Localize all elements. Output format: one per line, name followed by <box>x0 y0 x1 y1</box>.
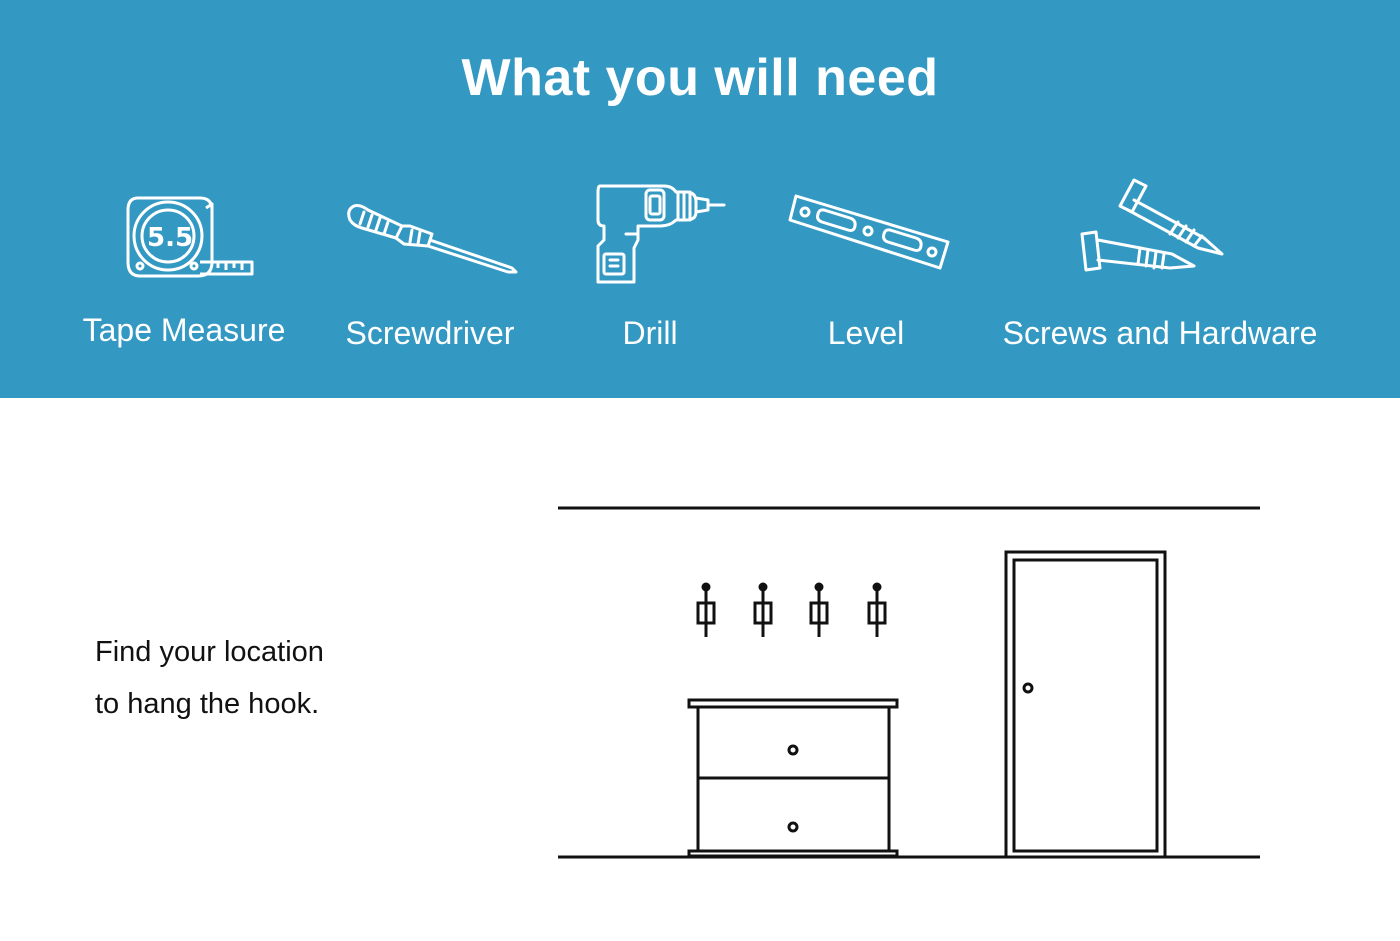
step-instruction: Find your location to hang the hook. <box>95 626 324 730</box>
instruction-line-1: Find your location <box>95 636 324 668</box>
tools-banner: What you will need 5.5 Tape Measure Scre… <box>0 0 1400 398</box>
screws-icon <box>1080 178 1224 272</box>
tool-label-drill: Drill <box>622 315 678 351</box>
instruction-line-2: to hang the hook. <box>95 688 320 720</box>
wall-hook-icon <box>809 582 829 637</box>
door-icon <box>1004 550 1167 859</box>
tool-label-tape-measure: Tape Measure <box>82 312 286 348</box>
drill-icon <box>596 184 726 284</box>
banner-title: What you will need <box>461 49 939 107</box>
tool-label-screwdriver: Screwdriver <box>345 315 515 351</box>
wall-hook-icon <box>696 582 716 637</box>
wall-hook-icon <box>867 582 887 637</box>
screwdriver-icon <box>347 204 518 274</box>
tape-measure-digits: 5.5 <box>147 223 193 253</box>
dresser-icon <box>687 698 899 858</box>
tool-label-screws-and-hardware: Screws and Hardware <box>1002 315 1318 351</box>
wall-hook-icon <box>753 582 773 637</box>
tape-measure-icon: 5.5 <box>126 196 254 278</box>
level-icon <box>788 194 950 270</box>
tool-label-level: Level <box>827 315 905 351</box>
